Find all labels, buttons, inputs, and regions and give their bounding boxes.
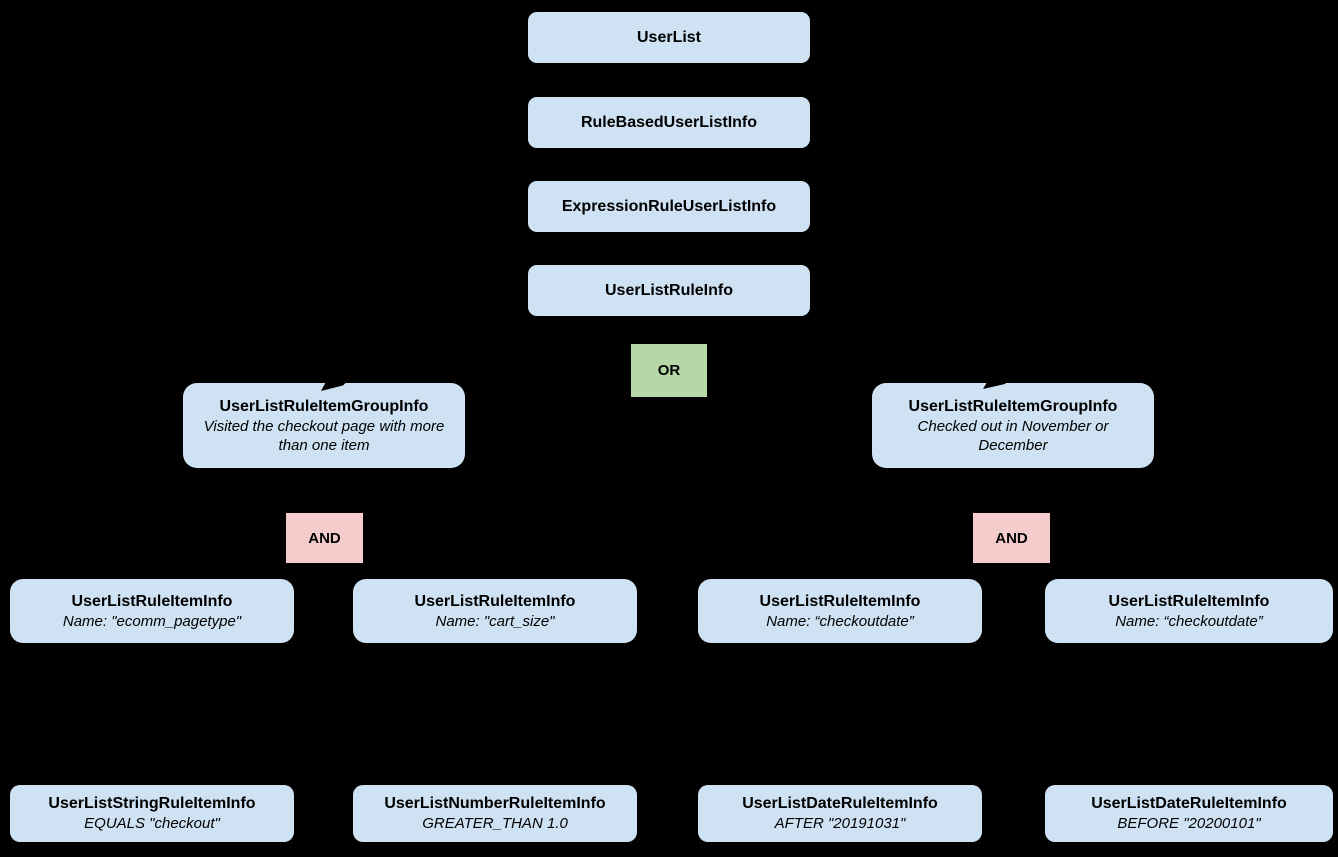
or-operator-badge: OR [631,344,707,397]
leaf-node-date-rule-before: UserListDateRuleItemInfo BEFORE "2020010… [1045,785,1333,842]
connector-arrowhead-icon [983,379,1011,389]
leaf-condition: BEFORE "20200101" [1117,815,1261,832]
rule-item-node-ecomm-pagetype: UserListRuleItemInfo Name: "ecomm_pagety… [10,579,294,643]
rule-item-name: Name: “checkoutdate” [1115,612,1263,630]
leaf-title: UserListDateRuleItemInfo [1091,795,1287,812]
group-title: UserListRuleItemGroupInfo [219,397,429,415]
connector-arrowhead-icon [321,380,349,391]
node-userlist: UserList [528,12,810,63]
rule-item-node-checkoutdate-1: UserListRuleItemInfo Name: “checkoutdate… [698,579,982,643]
rule-item-name: Name: "ecomm_pagetype" [62,612,242,630]
and-operator-label: AND [995,529,1028,547]
and-operator-label: AND [308,529,341,547]
group-title: UserListRuleItemGroupInfo [908,397,1118,415]
node-label: UserListRuleInfo [604,281,733,299]
rule-item-name: Name: “checkoutdate” [766,612,914,630]
rule-item-node-cart-size: UserListRuleItemInfo Name: "cart_size" [353,579,637,643]
leaf-title: UserListStringRuleItemInfo [48,795,256,812]
leaf-node-date-rule-after: UserListDateRuleItemInfo AFTER "20191031… [698,785,982,842]
or-operator-label: OR [657,362,681,379]
group-node-left: UserListRuleItemGroupInfo Visited the ch… [183,383,465,468]
node-rulebaseduserlistinfo: RuleBasedUserListInfo [528,97,810,148]
group-description: Visited the checkout page with more than… [203,417,445,454]
group-node-right: UserListRuleItemGroupInfo Checked out in… [872,383,1154,468]
node-label: ExpressionRuleUserListInfo [561,197,777,215]
node-label: RuleBasedUserListInfo [580,113,758,131]
leaf-title: UserListDateRuleItemInfo [742,795,938,812]
rule-item-title: UserListRuleItemInfo [759,592,921,610]
rule-item-name: Name: "cart_size" [435,612,555,630]
and-operator-badge-right: AND [973,513,1050,563]
and-operator-badge-left: AND [286,513,363,563]
leaf-node-number-rule: UserListNumberRuleItemInfo GREATER_THAN … [353,785,637,842]
node-userlistruleinfo: UserListRuleInfo [528,265,810,316]
leaf-condition: EQUALS "checkout" [84,815,220,832]
rule-item-title: UserListRuleItemInfo [414,592,576,610]
group-description: Checked out in November or December [917,417,1109,454]
leaf-title: UserListNumberRuleItemInfo [384,795,606,812]
node-expressionruleuserlistinfo: ExpressionRuleUserListInfo [528,181,810,232]
leaf-node-string-rule: UserListStringRuleItemInfo EQUALS "check… [10,785,294,842]
rule-item-title: UserListRuleItemInfo [71,592,233,610]
node-label: UserList [636,28,702,46]
rule-item-node-checkoutdate-2: UserListRuleItemInfo Name: “checkoutdate… [1045,579,1333,643]
leaf-condition: AFTER "20191031" [774,815,906,832]
rule-item-title: UserListRuleItemInfo [1108,592,1270,610]
leaf-condition: GREATER_THAN 1.0 [422,815,568,832]
